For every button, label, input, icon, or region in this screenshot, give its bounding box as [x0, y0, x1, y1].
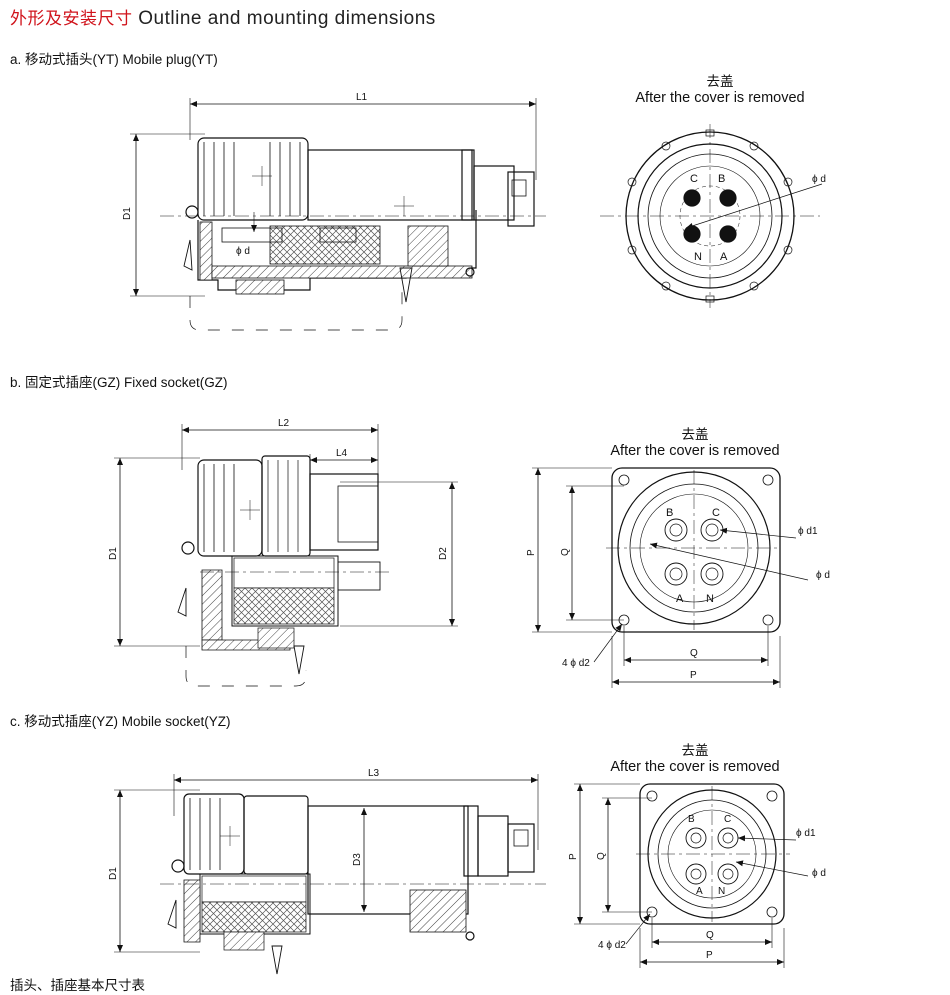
dim-d3: D3 [352, 853, 363, 866]
fixed-socket-side-view [114, 424, 458, 687]
dim-q-vertical-c: Q [596, 852, 607, 860]
dim-d1-c: D1 [108, 867, 119, 880]
mobile-socket-front-view [574, 783, 809, 968]
section-b-label: b. 固定式插座(GZ) Fixed socket(GZ) [10, 375, 228, 390]
dim-q-vertical-b: Q [560, 548, 571, 556]
pin-b-c: B [688, 814, 695, 825]
dim-phi-d-front-a: ϕ d [812, 174, 826, 185]
section-a-label: a. 移动式插头(YT) Mobile plug(YT) [10, 52, 218, 67]
dim-d1-a: D1 [122, 207, 133, 220]
pin-n-c: N [718, 886, 725, 897]
plug-side-view [130, 98, 546, 331]
dim-q-horizontal-c: Q [706, 930, 714, 941]
dim-p-horizontal-b: P [690, 670, 697, 681]
dim-phi-d1-c: ϕ d1 [796, 828, 816, 839]
cover-caption-b: 去盖 After the cover is removed [595, 423, 795, 459]
pin-n-a: N [694, 251, 702, 263]
dim-l3: L3 [368, 768, 380, 779]
cover-caption-b-cn: 去盖 [681, 427, 709, 443]
dim-l1: L1 [356, 92, 368, 103]
pin-a-b: A [676, 593, 684, 605]
dim-p-vertical-b: P [526, 549, 537, 556]
dim-phi-d-b: ϕ d [816, 570, 830, 581]
mobile-socket-side-view [114, 774, 546, 975]
pin-n-b: N [706, 593, 714, 605]
cover-caption-a-en: After the cover is removed [635, 90, 805, 106]
pin-c-b: C [712, 507, 720, 519]
dim-d2: D2 [438, 547, 449, 560]
dim-phi-d1-b: ϕ d1 [798, 526, 818, 537]
dim-d1-b: D1 [108, 547, 119, 560]
fixed-socket-front-view [532, 467, 809, 688]
cover-caption-c-en: After the cover is removed [610, 759, 780, 775]
dim-phi-d-c: ϕ d [812, 868, 826, 879]
dim-phi-d2-b: 4 ϕ d2 [562, 658, 590, 669]
pin-c-c: C [724, 814, 731, 825]
pin-a-c: A [696, 886, 703, 897]
cover-caption-a-cn: 去盖 [706, 74, 734, 90]
pin-b-a: B [718, 173, 725, 185]
page-title: 外形及安装尺寸 Outline and mounting dimensions [10, 4, 436, 30]
footer-table-title: 插头、插座基本尺寸表 [10, 978, 145, 994]
cover-caption-b-en: After the cover is removed [610, 443, 780, 459]
cover-caption-c-cn: 去盖 [681, 743, 709, 759]
dim-p-horizontal-c: P [706, 950, 713, 961]
pin-a-a: A [720, 251, 728, 263]
dim-p-vertical-c: P [568, 853, 579, 860]
cover-caption-c: 去盖 After the cover is removed [595, 739, 795, 775]
pin-b-b: B [666, 507, 673, 519]
dim-phi-d-a: ϕ d [236, 246, 250, 257]
title-english: Outline and mounting dimensions [138, 8, 436, 29]
dim-l2: L2 [278, 418, 290, 429]
plug-front-view [600, 124, 823, 308]
section-c-label: c. 移动式插座(YZ) Mobile socket(YZ) [10, 714, 231, 729]
title-chinese: 外形及安装尺寸 [10, 9, 133, 29]
dim-phi-d2-c: 4 ϕ d2 [598, 940, 626, 951]
dim-l4: L4 [336, 448, 348, 459]
dim-q-horizontal-b: Q [690, 648, 698, 659]
cover-caption-a: 去盖 After the cover is removed [620, 70, 820, 106]
pin-c-a: C [690, 173, 698, 185]
